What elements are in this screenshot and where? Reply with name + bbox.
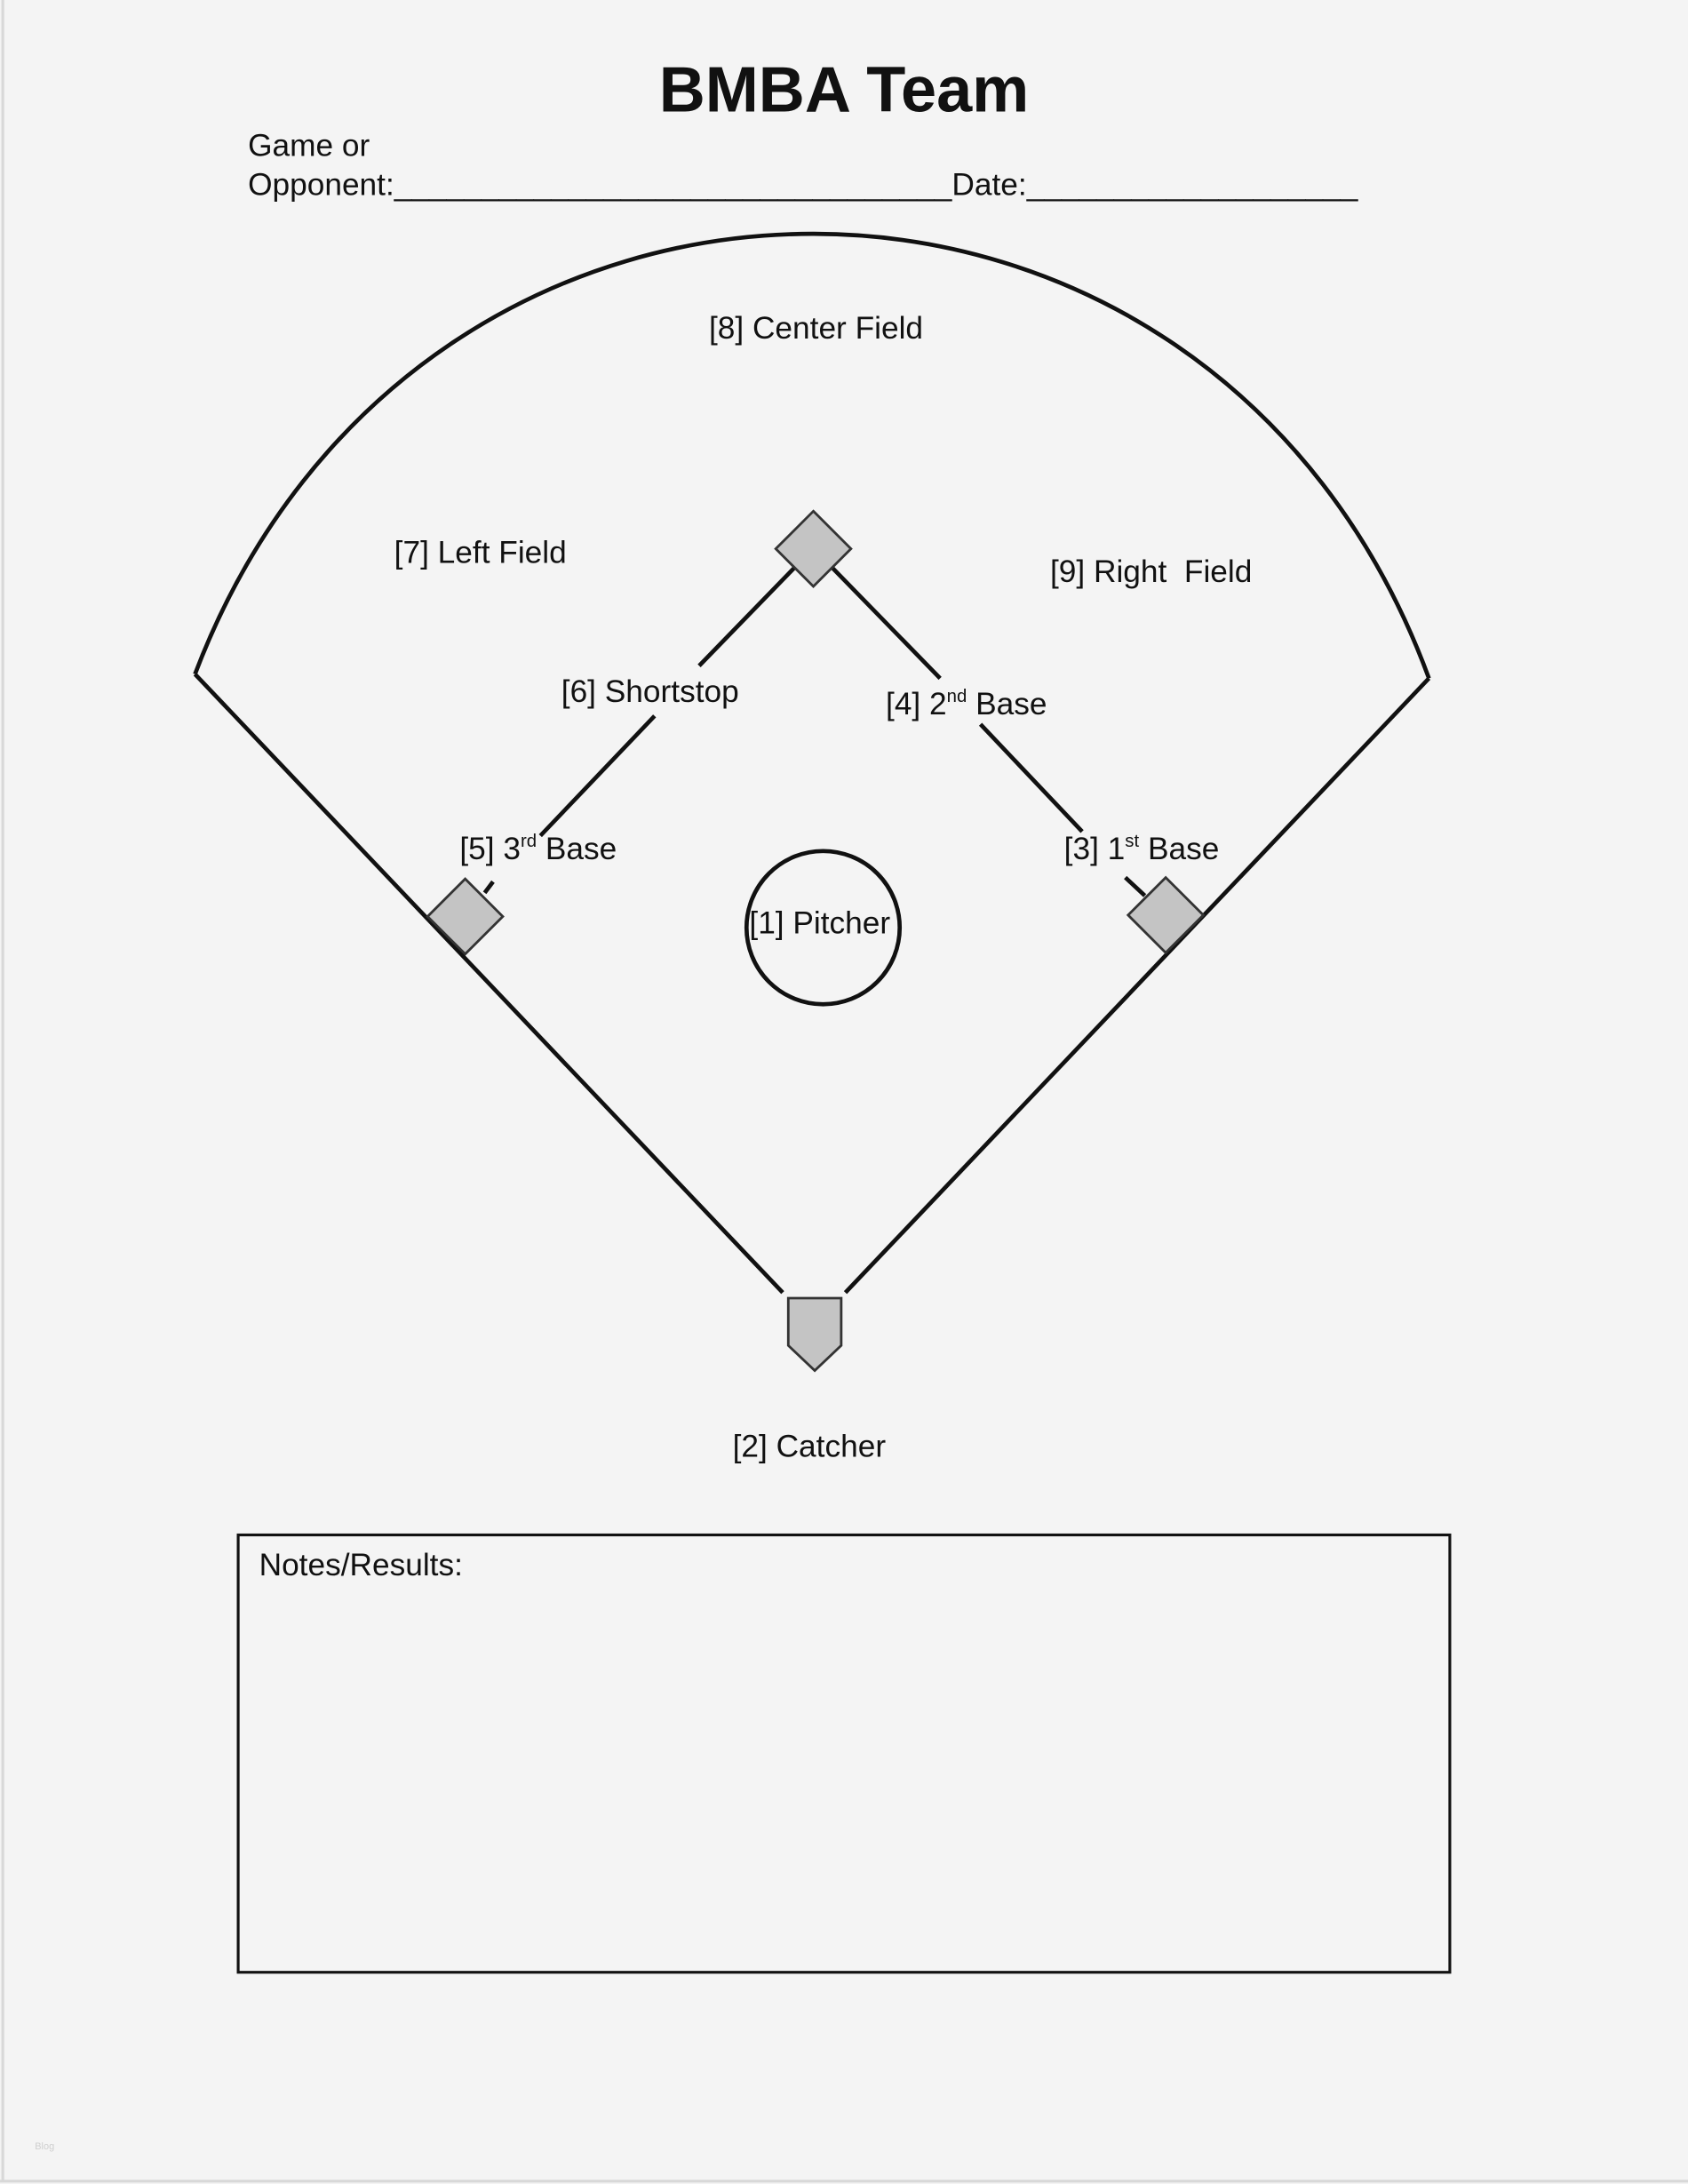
basepath-2nd-3rd-b (538, 714, 657, 838)
third-base-label: [5] 3rd Base (459, 832, 617, 866)
right-field-label: [9] Right Field (1050, 554, 1252, 589)
watermark: Blog (35, 2141, 54, 2152)
basepath-2nd-3rd-c (482, 880, 495, 895)
basepath-2nd-3rd-a (697, 566, 796, 667)
date-label: Date: (951, 167, 1026, 202)
right-foul-line (843, 676, 1431, 1295)
third-base-icon (426, 877, 505, 956)
notes-box[interactable] (236, 1533, 1452, 1974)
second-base-label: [4] 2nd Base (886, 687, 1047, 721)
basepath-2nd-1st-c (1124, 875, 1147, 897)
first-base-icon (1126, 875, 1206, 955)
opponent-date-line: Opponent:_______________________________… (248, 167, 1359, 202)
home-plate-icon (786, 1296, 843, 1373)
notes-label: Notes/Results: (259, 1548, 463, 1582)
page-title: BMBA Team (659, 54, 1030, 125)
pitcher-label: [1] Pitcher (749, 905, 890, 940)
center-field-label: [8] Center Field (709, 311, 923, 346)
shortstop-label: [6] Shortstop (561, 674, 739, 709)
date-field[interactable]: ___________________ (1026, 167, 1359, 202)
opponent-field[interactable]: ________________________________ (394, 167, 953, 202)
catcher-label: [2] Catcher (733, 1430, 887, 1464)
outfield-fence (193, 231, 1431, 680)
opponent-label: Opponent: (248, 167, 394, 202)
game-label: Game or (248, 129, 370, 163)
basepath-2nd-1st-a (831, 566, 942, 681)
second-base-icon (774, 509, 853, 588)
first-base-label: [3] 1st Base (1064, 832, 1220, 866)
left-field-label: [7] Left Field (394, 535, 567, 570)
basepath-2nd-1st-b (978, 722, 1084, 833)
pitchers-mound (744, 849, 903, 1007)
left-foul-line (193, 673, 784, 1295)
